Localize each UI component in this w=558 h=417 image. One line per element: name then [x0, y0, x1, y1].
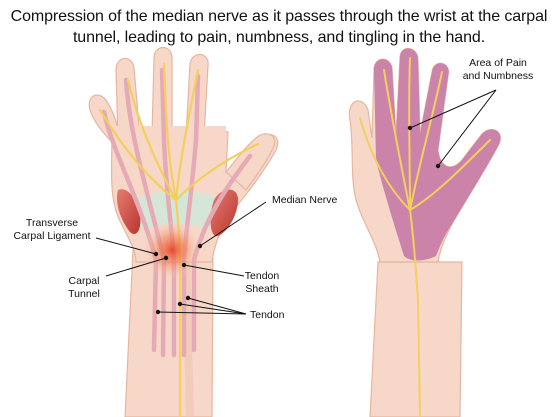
left-hand — [88, 46, 279, 417]
label-transverse-carpal-ligament-1: Transverse — [26, 217, 78, 229]
label-area-of-pain-2: and Numbness — [463, 70, 534, 82]
label-carpal-tunnel-2: Tunnel — [68, 288, 100, 300]
numb-area — [374, 48, 501, 261]
label-median-nerve: Median Nerve — [272, 194, 338, 206]
label-transverse-carpal-ligament-2: Carpal Ligament — [13, 230, 90, 242]
label-carpal-tunnel-1: Carpal — [69, 275, 100, 287]
label-tendon-sheath-1: Tendon — [245, 270, 280, 282]
diagram-title: Compression of the median nerve as it pa… — [0, 6, 558, 48]
right-hand — [348, 47, 501, 417]
label-area-of-pain-1: Area of Pain — [469, 57, 527, 69]
title-line-2: tunnel, leading to pain, numbness, and t… — [72, 29, 486, 46]
title-line-1: Compression of the median nerve as it pa… — [10, 8, 548, 25]
right-median-nerve — [359, 57, 491, 417]
callouts — [95, 89, 497, 315]
inflammation-spot — [142, 220, 202, 280]
label-tendon-sheath-2: Sheath — [245, 283, 278, 295]
label-tendon: Tendon — [250, 309, 285, 321]
callout-dots — [153, 125, 441, 315]
